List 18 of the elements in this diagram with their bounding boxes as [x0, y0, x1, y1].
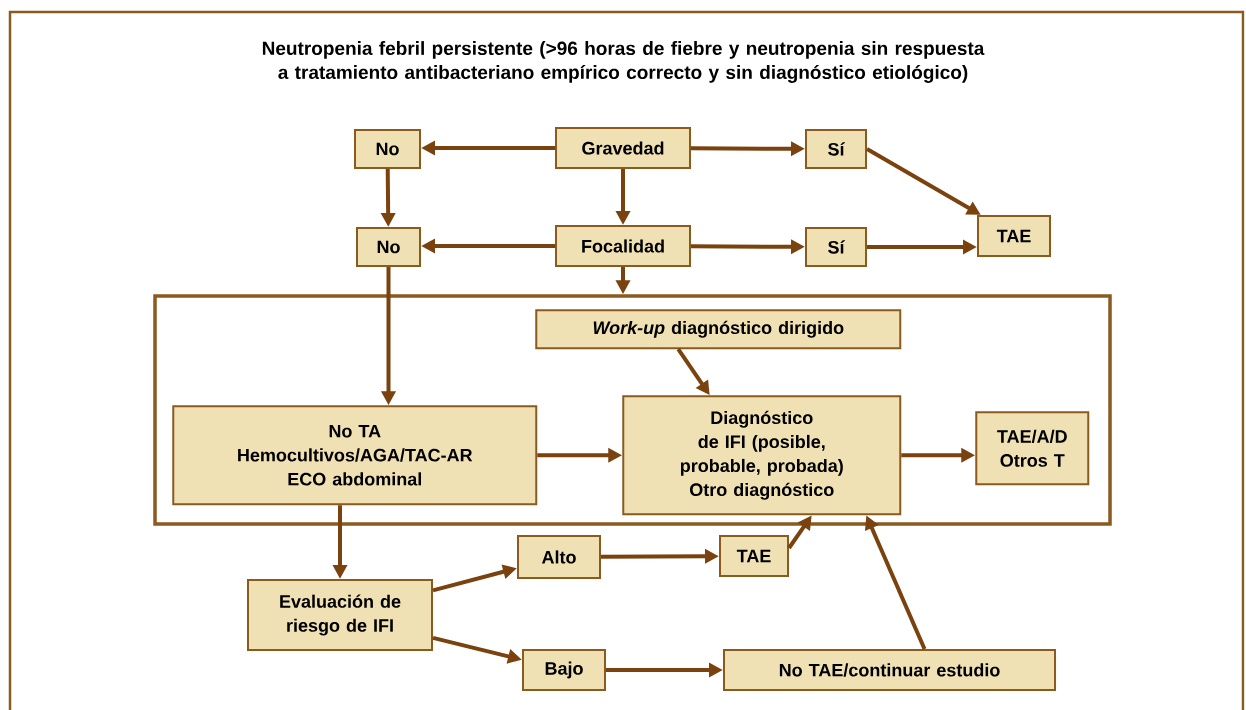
process-box: Focalidad — [555, 225, 691, 267]
process-box: Sí — [805, 227, 867, 267]
process-box: No TAE/continuar estudio — [723, 649, 1056, 691]
process-box: Sí — [805, 129, 867, 169]
process-box: No TA Hemocultivos/AGA/TAC-AR ECO abdominal — [172, 405, 538, 506]
process-box: No — [354, 129, 421, 169]
process-box: Gravedad — [555, 127, 691, 169]
process-box: TAE — [977, 215, 1051, 257]
process-box: Evaluación de riesgo de IFI — [247, 579, 433, 651]
process-box: TAE — [719, 535, 789, 577]
group-frame — [153, 294, 1112, 526]
process-box: Alto — [517, 535, 601, 579]
title: Neutropenia febril persistente (>96 horas de fiebre y neutropenia sin respuesta a tratamiento antibacteriano empírico correcto y sin diagnóstico etiológico) — [262, 41, 985, 83]
process-box: Bajo — [522, 649, 606, 691]
process-box: No — [356, 227, 421, 267]
process-box: Work-up diagnóstico dirigido — [535, 309, 902, 350]
process-box: Diagnóstico de IFI (posible, probable, probada) Otro diagnóstico — [622, 395, 902, 516]
process-box: TAE/A/D Otros T — [975, 411, 1090, 486]
